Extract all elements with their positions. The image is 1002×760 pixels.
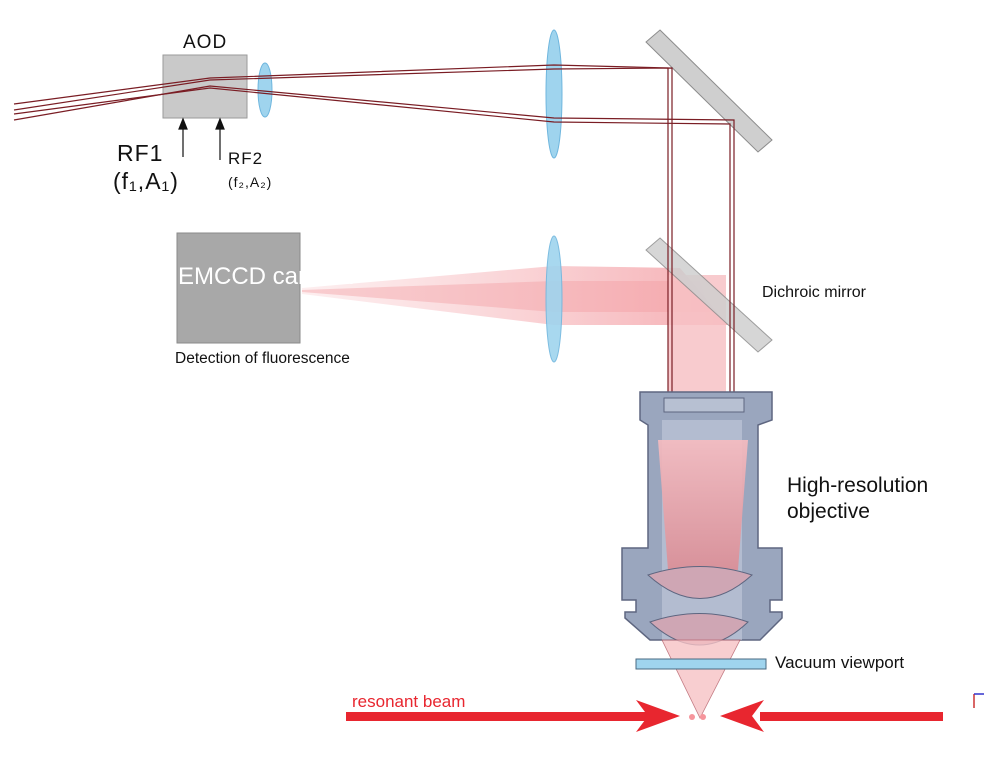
dichroic-mirror-label: Dichroic mirror xyxy=(762,284,866,301)
upper-lens xyxy=(545,29,563,159)
dichroic-mirror xyxy=(645,237,773,353)
objective-body xyxy=(621,391,783,646)
focus-cone xyxy=(661,639,741,719)
rf-arrows xyxy=(178,117,225,160)
rf2-label: RF2 xyxy=(228,149,264,168)
rf1-label: RF1 xyxy=(117,140,164,166)
objective-label: High-resolution objective xyxy=(787,474,929,524)
rf1-params-label: (f₁,A₁) xyxy=(113,168,179,194)
atom-focus-dot-2 xyxy=(700,714,706,720)
resonant-beam-label: resonant beam xyxy=(352,692,466,711)
detection-label: Detection of fluorescence xyxy=(175,350,350,367)
corner-axis-icon xyxy=(973,693,984,708)
laser-beams xyxy=(13,64,735,400)
small-lens xyxy=(257,62,273,118)
upper-mirror xyxy=(645,29,773,153)
emccd-camera-box xyxy=(176,232,301,344)
lower-lens xyxy=(545,235,563,363)
camera-label: EMCCD camera xyxy=(178,263,353,290)
aod-label: AOD xyxy=(183,32,228,53)
fluorescence-beam xyxy=(302,266,728,325)
fluorescence-beam-inner xyxy=(302,281,710,312)
rf2-params-label: (f₂,A₂) xyxy=(228,174,273,190)
vacuum-viewport xyxy=(635,658,767,670)
vacuum-viewport-label: Vacuum viewport xyxy=(775,653,905,672)
atom-focus-dot xyxy=(689,714,695,720)
resonant-beam-arrows xyxy=(346,700,943,732)
